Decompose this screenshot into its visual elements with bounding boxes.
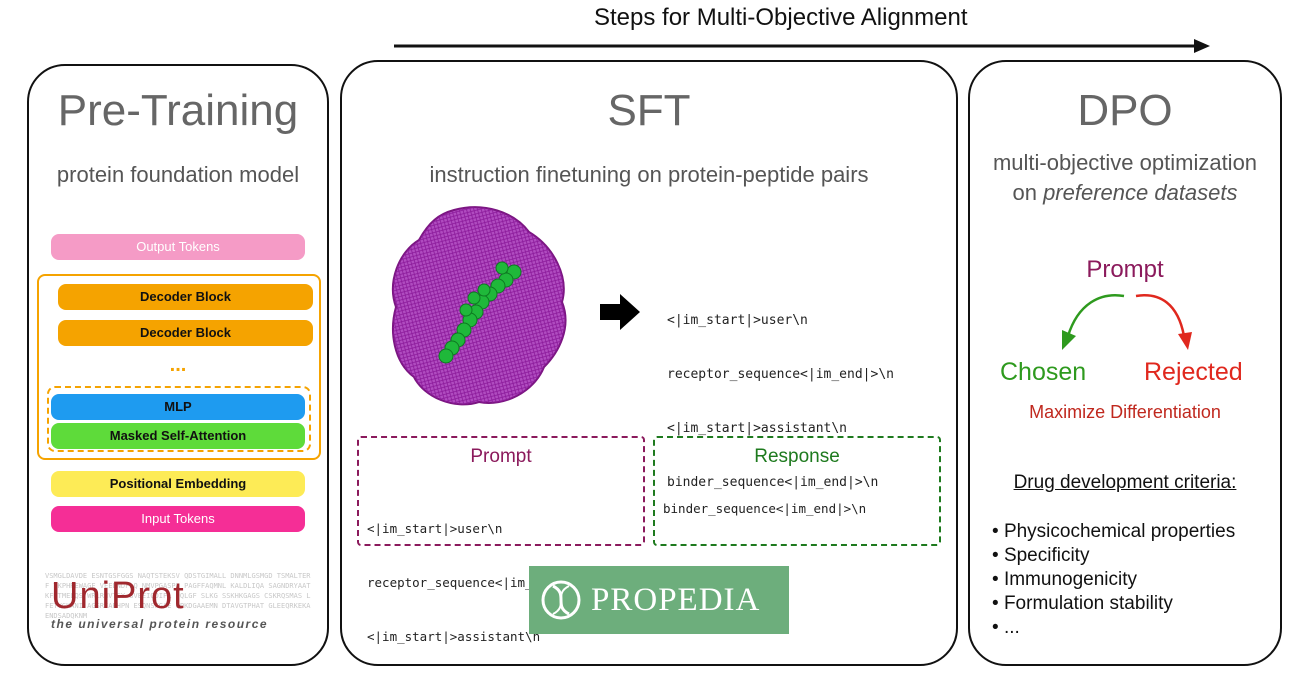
template-line: <|im_start|>assistant\n bbox=[667, 421, 848, 436]
criteria-item: Specificity bbox=[992, 544, 1235, 568]
propedia-logo: PROPEDIA bbox=[529, 566, 789, 634]
preference-arrows bbox=[1062, 294, 1192, 350]
pretraining-panel: Pre-Training protein foundation model Ou… bbox=[27, 64, 329, 666]
dna-helix-icon bbox=[541, 580, 581, 620]
prompt-line: <|im_start|>assistant\n bbox=[367, 629, 541, 644]
decoder-block-1: Decoder Block bbox=[58, 284, 313, 310]
criteria-item: Formulation stability bbox=[992, 592, 1235, 616]
dpo-panel: DPO multi-objective optimization on pref… bbox=[968, 60, 1282, 666]
positional-embedding-block: Positional Embedding bbox=[51, 471, 305, 497]
sft-panel: SFT instruction finetuning on protein-pe… bbox=[340, 60, 958, 666]
response-box: Response binder_sequence<|im_end|>\n bbox=[653, 436, 941, 546]
dpo-subtitle-line1: multi-objective optimization bbox=[992, 150, 1258, 175]
uniprot-sequence-watermark: VSMGLDAVDE ESNTGSFGGS NAQTSTEKSV QDSTGIM… bbox=[45, 572, 311, 620]
criteria-item: Immunogenicity bbox=[992, 568, 1235, 592]
decoder-inner-group bbox=[47, 386, 311, 452]
dpo-subtitle-prefix: on bbox=[1012, 180, 1044, 205]
steps-arrow bbox=[394, 39, 1210, 53]
decoder-block-2: Decoder Block bbox=[58, 320, 313, 346]
rejected-label: Rejected bbox=[1144, 358, 1243, 386]
steps-title-text: Steps for Multi-Objective Alignment bbox=[594, 4, 968, 31]
output-tokens-block: Output Tokens bbox=[51, 234, 305, 260]
protein-structure-image bbox=[392, 206, 567, 406]
pretraining-title: Pre-Training bbox=[57, 86, 299, 135]
pretraining-subtitle: protein foundation model bbox=[56, 162, 300, 187]
criteria-item: ... bbox=[992, 616, 1235, 640]
decoder-stack-group bbox=[37, 274, 321, 460]
dpo-subtitle: multi-objective optimization on preferen… bbox=[970, 148, 1280, 208]
criteria-item: Physicochemical properties bbox=[992, 520, 1235, 544]
prompt-line: <|im_start|>user\n bbox=[367, 521, 503, 536]
prompt-box-label: Prompt bbox=[470, 446, 532, 467]
template-line: <|im_start|>user\n bbox=[667, 313, 808, 328]
dpo-title: DPO bbox=[1077, 86, 1173, 135]
sft-title: SFT bbox=[607, 86, 691, 135]
attention-block: Masked Self-Attention bbox=[51, 423, 305, 449]
propedia-name: PROPEDIA bbox=[591, 582, 761, 618]
template-line: receptor_sequence<|im_end|>\n bbox=[667, 367, 894, 382]
template-line: binder_sequence<|im_end|>\n bbox=[667, 475, 879, 490]
criteria-list: Physicochemical properties Specificity I… bbox=[992, 520, 1235, 640]
sft-subtitle: instruction finetuning on protein-peptid… bbox=[429, 162, 869, 187]
prompt-box: Prompt <|im_start|>user\n receptor_seque… bbox=[357, 436, 645, 644]
decoder-ellipsis: ... bbox=[169, 354, 187, 376]
input-tokens-block: Input Tokens bbox=[51, 506, 305, 532]
chosen-label: Chosen bbox=[1000, 358, 1087, 386]
objective-label: Maximize Differentiation bbox=[1029, 402, 1221, 422]
dpo-prompt-label: Prompt bbox=[1086, 256, 1164, 283]
mlp-block: MLP bbox=[51, 394, 305, 420]
response-box-label: Response bbox=[754, 446, 840, 467]
criteria-title: Drug development criteria: bbox=[1013, 472, 1237, 493]
response-line: binder_sequence<|im_end|>\n bbox=[663, 501, 867, 516]
dpo-subtitle-line2: on preference datasets bbox=[970, 178, 1280, 208]
dpo-subtitle-italic: preference datasets bbox=[1043, 180, 1238, 205]
uniprot-logo: VSMGLDAVDE ESNTGSFGGS NAQTSTEKSV QDSTGIM… bbox=[45, 571, 313, 635]
chat-template: <|im_start|>user\n receptor_sequence<|im… bbox=[667, 276, 894, 528]
uniprot-logo-name: UniProt bbox=[51, 575, 185, 617]
right-arrow-icon bbox=[600, 294, 640, 330]
uniprot-logo-tagline: the universal protein resource bbox=[51, 617, 269, 631]
